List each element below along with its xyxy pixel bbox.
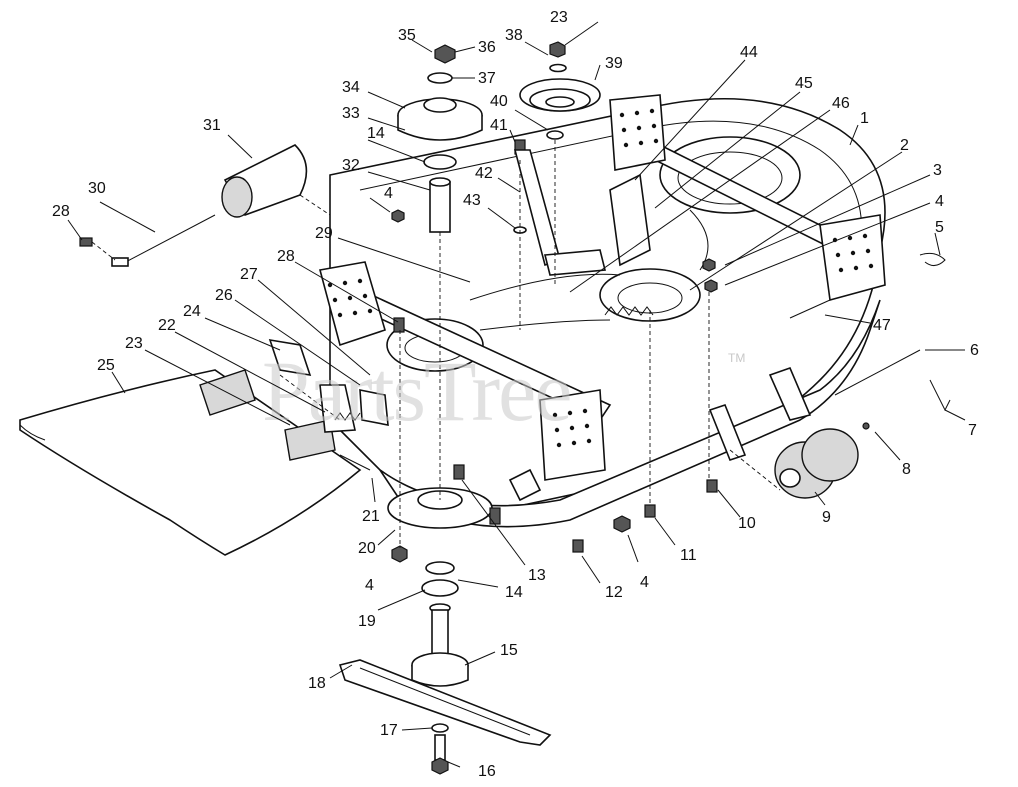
- callout-3: 3: [933, 162, 942, 179]
- callout-9: 9: [822, 509, 831, 526]
- callout-42: 42: [475, 165, 493, 182]
- callout-2: 2: [900, 137, 909, 154]
- anti-scalp-roller: [79, 144, 308, 267]
- callout-22: 22: [158, 317, 176, 334]
- callout-27: 27: [240, 266, 258, 283]
- callout-46: 46: [832, 95, 850, 112]
- spindle-assembly: [387, 487, 493, 687]
- callout-14-upper: 14: [367, 125, 385, 142]
- callout-14-lower: 14: [505, 584, 523, 601]
- callout-17: 17: [380, 722, 398, 739]
- callout-31: 31: [203, 117, 221, 134]
- callout-18: 18: [308, 675, 326, 692]
- callout-21: 21: [362, 508, 380, 525]
- callout-4-bottom: 4: [640, 574, 649, 591]
- right-pulley-stack: [514, 41, 601, 155]
- callout-5: 5: [935, 219, 944, 236]
- callout-6: 6: [970, 342, 979, 359]
- callout-44: 44: [740, 44, 758, 61]
- callout-33: 33: [342, 105, 360, 122]
- callout-10: 10: [738, 515, 756, 532]
- assembly-guide-lines: [91, 140, 781, 548]
- idler-bracket: [513, 149, 607, 276]
- watermark: PartsTree TM: [262, 343, 745, 439]
- blade-bolt: [431, 723, 449, 775]
- callout-7: 7: [968, 422, 977, 439]
- callout-12: 12: [605, 584, 623, 601]
- left-pulley-stack: [397, 44, 483, 233]
- callout-15: 15: [500, 642, 518, 659]
- callout-28-left: 28: [52, 203, 70, 220]
- callout-34: 34: [342, 79, 360, 96]
- callout-40: 40: [490, 93, 508, 110]
- callout-23-left: 23: [125, 335, 143, 352]
- callout-4-lower: 4: [365, 577, 374, 594]
- callout-37: 37: [478, 70, 496, 87]
- callout-35: 35: [398, 27, 416, 44]
- callout-25: 25: [97, 357, 115, 374]
- cutting-blade: [338, 659, 552, 746]
- callout-41: 41: [490, 117, 508, 134]
- hardware-fasteners: [391, 209, 946, 553]
- callout-13: 13: [528, 567, 546, 584]
- callout-8: 8: [902, 461, 911, 478]
- callout-16: 16: [478, 763, 496, 780]
- callout-24: 24: [183, 303, 201, 320]
- callout-28-mid: 28: [277, 248, 295, 265]
- tension-spring: [604, 306, 654, 316]
- callout-39: 39: [605, 55, 623, 72]
- callout-30: 30: [88, 180, 106, 197]
- callout-32: 32: [342, 157, 360, 174]
- perforated-side-plates: [319, 94, 886, 481]
- chute-brackets: [268, 338, 389, 471]
- deck-frame-rails: [338, 133, 841, 422]
- callout-45: 45: [795, 75, 813, 92]
- discharge-chute: [19, 369, 362, 556]
- callout-29: 29: [315, 225, 333, 242]
- callout-26: 26: [215, 287, 233, 304]
- callout-19: 19: [358, 613, 376, 630]
- callout-1: 1: [860, 110, 869, 127]
- watermark-trademark: TM: [728, 351, 745, 365]
- watermark-text: PartsTree: [262, 343, 571, 439]
- callout-23-top: 23: [550, 9, 568, 26]
- callout-11: 11: [680, 547, 697, 564]
- callout-4-upper: 4: [384, 185, 393, 202]
- callout-43: 43: [463, 192, 481, 209]
- callout-4-right: 4: [935, 193, 944, 210]
- callout-20: 20: [358, 540, 376, 557]
- callout-leaders: [67, 21, 966, 768]
- callout-38: 38: [505, 27, 523, 44]
- callout-labels: 1 2 3 4 4 4 4 5 6 7 8 9 10 11 12 13 14 1…: [52, 9, 979, 780]
- callout-36: 36: [478, 39, 496, 56]
- callout-47: 47: [873, 317, 891, 334]
- gauge-wheel-assembly: [644, 349, 951, 518]
